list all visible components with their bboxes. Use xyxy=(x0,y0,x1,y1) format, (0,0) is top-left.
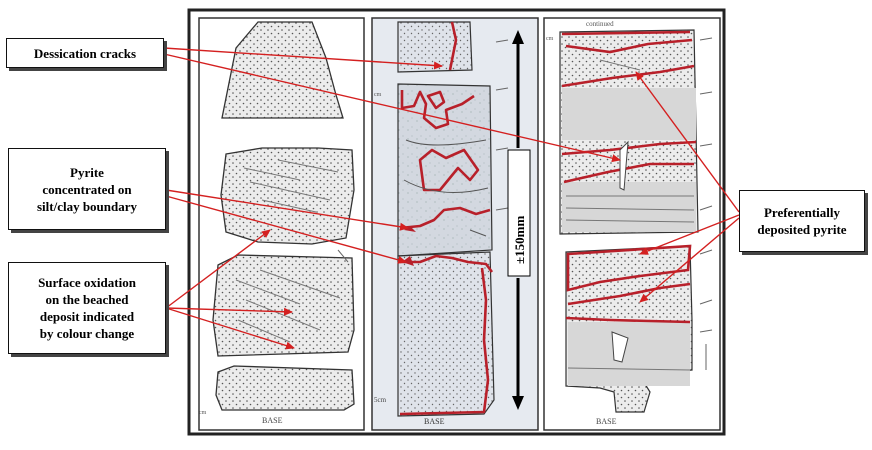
base-label-3: BASE xyxy=(596,417,617,426)
continued-label: continued xyxy=(586,20,614,28)
callout-preferentially-deposited: Preferentially deposited pyrite xyxy=(739,190,865,252)
core-block-lower xyxy=(398,252,494,416)
callout-surface-oxidation: Surface oxidation on the beached deposit… xyxy=(8,262,166,354)
callout-pyrite-concentrated: Pyrite concentrated on silt/clay boundar… xyxy=(8,148,166,230)
scale-label: ±150mm xyxy=(512,216,527,264)
cm-mark-3: cm xyxy=(374,92,382,98)
cm-mark-4: cm xyxy=(546,36,554,42)
base-label-1: BASE xyxy=(262,416,283,425)
core-fragment-base xyxy=(216,366,354,410)
callout-pref-text: Preferentially deposited pyrite xyxy=(757,204,846,238)
core-panel-left: BASE cm xyxy=(199,18,364,430)
base-label-2: BASE xyxy=(424,417,445,426)
callout-dessication-text: Dessication cracks xyxy=(34,45,136,62)
cm-mark-1: cm xyxy=(199,410,207,416)
core-panel-right: continued BASE cm xyxy=(544,18,720,430)
callout-oxidation-text: Surface oxidation on the beached deposit… xyxy=(38,274,136,342)
callout-pyrite-text: Pyrite concentrated on silt/clay boundar… xyxy=(37,164,137,215)
core-fragment-lower xyxy=(213,255,354,356)
callout-dessication-cracks: Dessication cracks xyxy=(6,38,164,68)
cm-mark-2: 5cm xyxy=(374,396,387,404)
